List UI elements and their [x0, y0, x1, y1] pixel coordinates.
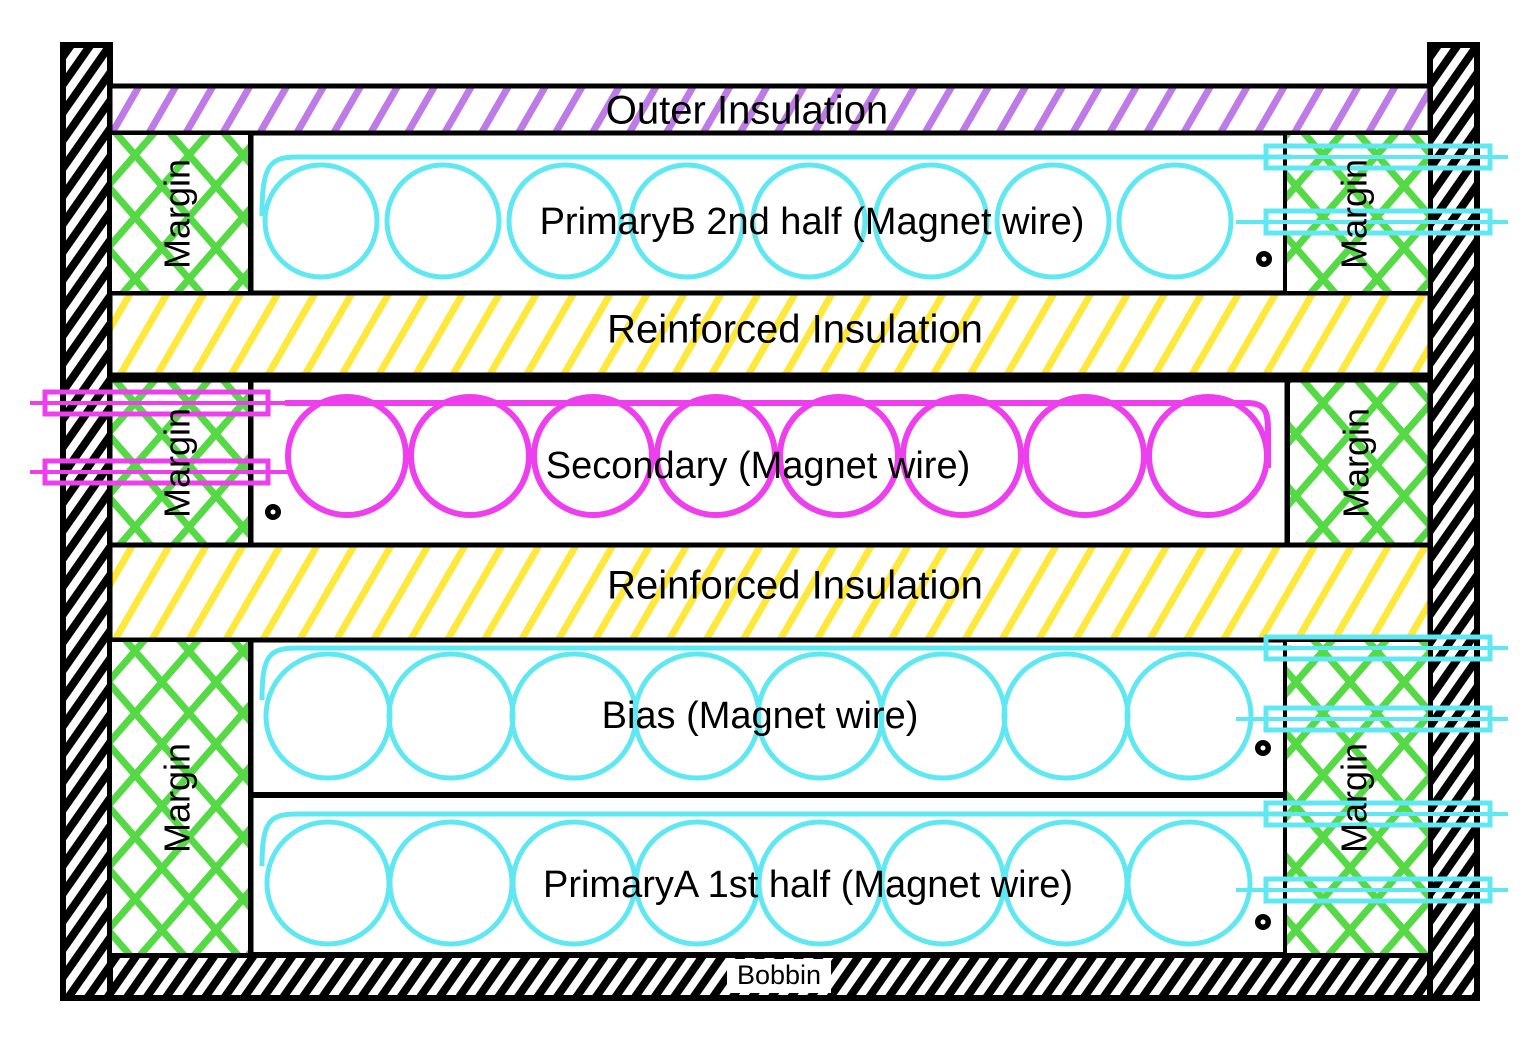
- bobbin-label-group: Bobbin: [727, 959, 831, 993]
- primarya-start-wire: [259, 811, 1292, 867]
- primaryb-lead-2: [1236, 208, 1508, 236]
- bias-label: Bias (Magnet wire): [602, 695, 919, 737]
- margin-block-primaryb-left: [108, 131, 252, 295]
- primaryb-turn: [628, 162, 746, 280]
- margin-label-primaryb-right: Margin: [1334, 159, 1375, 269]
- outer-insulation-band: [107, 83, 1433, 136]
- bobbin-left-flange: [60, 42, 113, 1001]
- primarya-turn: [387, 819, 515, 947]
- primarya-lead-1: [1236, 800, 1508, 828]
- reinforced-insulation-band-lower: [107, 542, 1433, 643]
- secondary-turn: [777, 394, 901, 518]
- bobbin-right-flange: [1427, 42, 1480, 1001]
- bobbin-label: Bobbin: [737, 960, 821, 990]
- margin-block-bottom-left: [108, 638, 252, 957]
- primarya-turn: [264, 819, 392, 947]
- margin-label-secondary-left: Margin: [157, 408, 198, 518]
- primaryb-turn: [1116, 162, 1234, 280]
- primaryb-turn-circles: [262, 162, 1234, 280]
- secondary-label: Secondary (Magnet wire): [546, 445, 971, 487]
- secondary-turn-circles: [285, 394, 1270, 518]
- secondary-turn: [1146, 394, 1270, 518]
- polarity-dot-secondary: [265, 504, 281, 520]
- secondary-turn: [900, 394, 1024, 518]
- reinforced-insulation-lower-label: Reinforced Insulation: [607, 564, 983, 608]
- reinforced-insulation-band-upper: [107, 290, 1433, 378]
- primaryb-turn: [872, 162, 990, 280]
- bias-start-wire: [259, 645, 1292, 701]
- primaryb-turn: [994, 162, 1112, 280]
- primarya-turn: [1125, 819, 1253, 947]
- polarity-dot-primaryb: [1256, 251, 1272, 267]
- margin-label-bottom-right: Margin: [1334, 743, 1375, 853]
- bias-turn-circles: [263, 651, 1254, 781]
- margin-label-secondary-right: Margin: [1336, 408, 1377, 518]
- margin-label-primaryb-left: Margin: [157, 159, 198, 269]
- secondary-turn: [285, 394, 409, 518]
- primaryb-label: PrimaryB 2nd half (Magnet wire): [540, 201, 1085, 243]
- secondary-lead-1: [30, 389, 292, 417]
- secondary-start-wire: [285, 400, 1271, 468]
- secondary-turn: [1023, 394, 1147, 518]
- bias-lead-2: [1236, 705, 1508, 733]
- secondary-turn: [531, 394, 655, 518]
- primaryb-turn: [506, 162, 624, 280]
- bias-lead-1: [1236, 634, 1508, 662]
- secondary-turn: [408, 394, 532, 518]
- polarity-dot-primarya: [1255, 914, 1271, 930]
- bias-turn: [386, 651, 516, 781]
- primaryb-turn: [750, 162, 868, 280]
- secondary-turn: [654, 394, 778, 518]
- primaryb-turn: [384, 162, 502, 280]
- bias-turn: [1124, 651, 1254, 781]
- reinforced-insulation-upper-label: Reinforced Insulation: [607, 308, 983, 352]
- bias-turn: [263, 651, 393, 781]
- margin-label-bottom-left: Margin: [157, 743, 198, 853]
- bias-turn: [1001, 651, 1131, 781]
- outer-insulation-label: Outer Insulation: [606, 89, 888, 133]
- primarya-label: PrimaryA 1st half (Magnet wire): [543, 864, 1073, 906]
- primaryb-lead-1: [1236, 143, 1508, 171]
- primarya-turn-circles: [264, 819, 1253, 947]
- secondary-lead-2: [30, 458, 292, 486]
- primaryb-start-wire: [259, 154, 1292, 217]
- primarya-lead-2: [1236, 876, 1508, 904]
- polarity-dot-bias: [1255, 740, 1271, 756]
- bobbin-label-box: [727, 959, 831, 993]
- primaryb-turn: [262, 162, 380, 280]
